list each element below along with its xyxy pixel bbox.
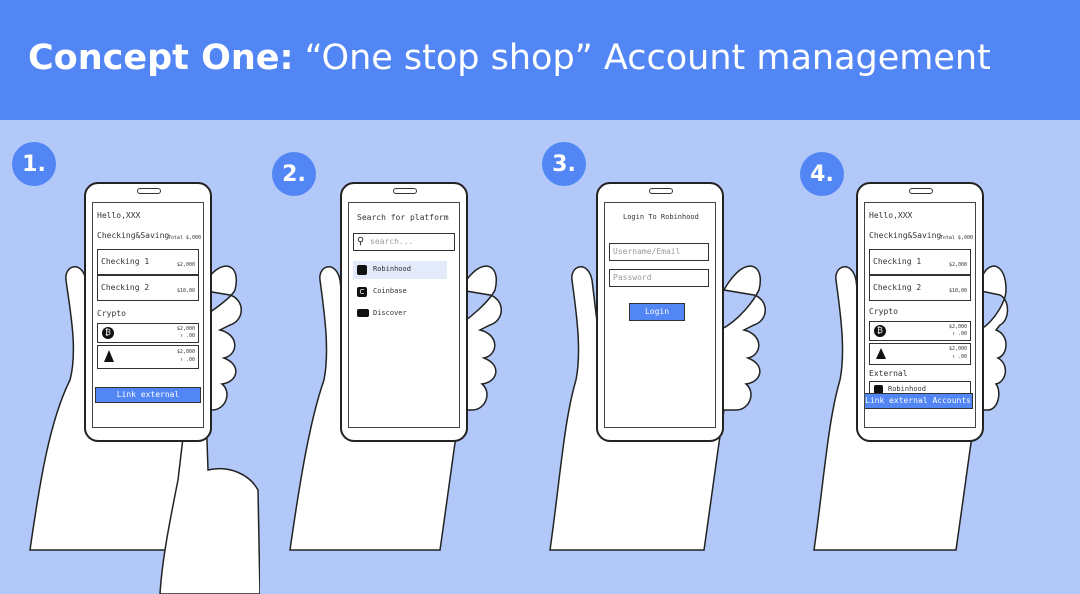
external-title: External [869,369,908,378]
account-amount: $10,00 [176,288,195,294]
greeting: Hello,XXX [869,211,913,220]
crypto-amount: $2,000 [176,349,195,355]
search-icon: ⚲ [357,236,365,247]
discover-icon [357,309,369,317]
step-1: 1. Hello,XXX Checking&Saving Total $,000… [0,120,260,594]
ethereum-icon [876,348,886,359]
total-value: Total $,000 [167,235,201,241]
coinbase-icon: C [357,287,367,297]
account-name: Checking 1 [873,257,922,266]
step-4-badge: 4. [800,152,844,196]
phone-notch [393,188,417,194]
crypto-change: ↑ .00 [179,333,195,339]
platform-label: Discover [373,309,407,317]
total-value: Total $,000 [939,235,973,241]
phone-screen: Login To Robinhood Username/Email Passwo… [604,202,716,428]
account-checking-2[interactable]: Checking 2 $10,00 [869,275,971,301]
step-3: 3. Login To Robinhood Username/Email Pas… [540,120,800,594]
step-2-badge: 2. [272,152,316,196]
account-name: Checking 1 [101,257,150,266]
title-rest: “One stop shop” Account management [293,38,991,78]
password-field[interactable]: Password [609,269,709,287]
account-name: Checking 2 [873,283,922,292]
phone-notch [137,188,161,194]
platform-item-robinhood[interactable]: Robinhood [353,261,447,279]
platform-item-coinbase[interactable]: C Coinbase [353,283,447,301]
crypto-change: ↑ .00 [951,331,967,337]
account-checking-1[interactable]: Checking 1 $2,000 [97,249,199,275]
phone-frame: Hello,XXX Checking&Saving Total $,000 Ch… [856,182,984,442]
crypto-amount: $2,000 [948,346,967,352]
title-bold: Concept One: [28,38,294,78]
section-title: Checking&Saving [97,231,170,240]
crypto-change: ↑ .00 [179,357,195,363]
account-amount: $2,000 [948,262,967,268]
phone-screen: Search for platform ⚲ search... Robinhoo… [348,202,460,428]
crypto-row-bitcoin[interactable]: ₿ $2,000 ↑ .00 [97,323,199,343]
account-checking-2[interactable]: Checking 2 $10,00 [97,275,199,301]
screen-title: Login To Robinhood [623,213,699,221]
step-2: 2. Search for platform ⚲ search... Robin… [270,120,530,594]
robinhood-icon [874,385,883,394]
account-amount: $2,000 [176,262,195,268]
crypto-title: Crypto [97,309,126,318]
phone-frame: Hello,XXX Checking&Saving Total $,000 Ch… [84,182,212,442]
bitcoin-icon: ₿ [102,327,114,339]
username-placeholder: Username/Email [613,247,681,256]
external-label: Robinhood [888,385,926,393]
password-placeholder: Password [613,273,652,282]
crypto-change: ↑ .00 [951,354,967,360]
crypto-amount: $2,000 [176,326,195,332]
crypto-amount: $2,000 [948,324,967,330]
phone-notch [909,188,933,194]
username-field[interactable]: Username/Email [609,243,709,261]
phone-screen: Hello,XXX Checking&Saving Total $,000 Ch… [92,202,204,428]
step-1-badge: 1. [12,142,56,186]
crypto-row-bitcoin[interactable]: ₿ $2,000 ↑ .00 [869,321,971,341]
account-name: Checking 2 [101,283,150,292]
phone-notch [649,188,673,194]
ethereum-icon [104,350,114,362]
platform-item-discover[interactable]: Discover [353,305,447,323]
login-button[interactable]: Login [629,303,685,321]
phone-screen: Hello,XXX Checking&Saving Total $,000 Ch… [864,202,976,428]
platform-label: Coinbase [373,287,407,295]
robinhood-icon [357,265,367,275]
crypto-row-ethereum[interactable]: $2,000 ↑ .00 [869,343,971,365]
greeting: Hello,XXX [97,211,141,220]
step-3-badge: 3. [542,142,586,186]
section-title: Checking&Saving [869,231,942,240]
header-banner: Concept One: “One stop shop” Account man… [0,0,1080,120]
page-title: Concept One: “One stop shop” Account man… [28,38,991,78]
search-placeholder: search... [370,237,414,246]
search-input[interactable]: ⚲ search... [353,233,455,251]
phone-frame: Search for platform ⚲ search... Robinhoo… [340,182,468,442]
step-4: 4. Hello,XXX Checking&Saving Total $,000… [800,120,1060,594]
crypto-row-ethereum[interactable]: $2,000 ↑ .00 [97,345,199,369]
platform-label: Robinhood [373,265,411,273]
bitcoin-icon: ₿ [874,325,886,337]
link-external-accounts-button[interactable]: Link external Accounts [865,393,973,409]
phone-frame: Login To Robinhood Username/Email Passwo… [596,182,724,442]
account-checking-1[interactable]: Checking 1 $2,000 [869,249,971,275]
screen-title: Search for platform [357,213,449,222]
account-amount: $10,00 [948,288,967,294]
link-external-accounts-button[interactable]: Link external Accounts [95,387,201,413]
crypto-title: Crypto [869,307,898,316]
